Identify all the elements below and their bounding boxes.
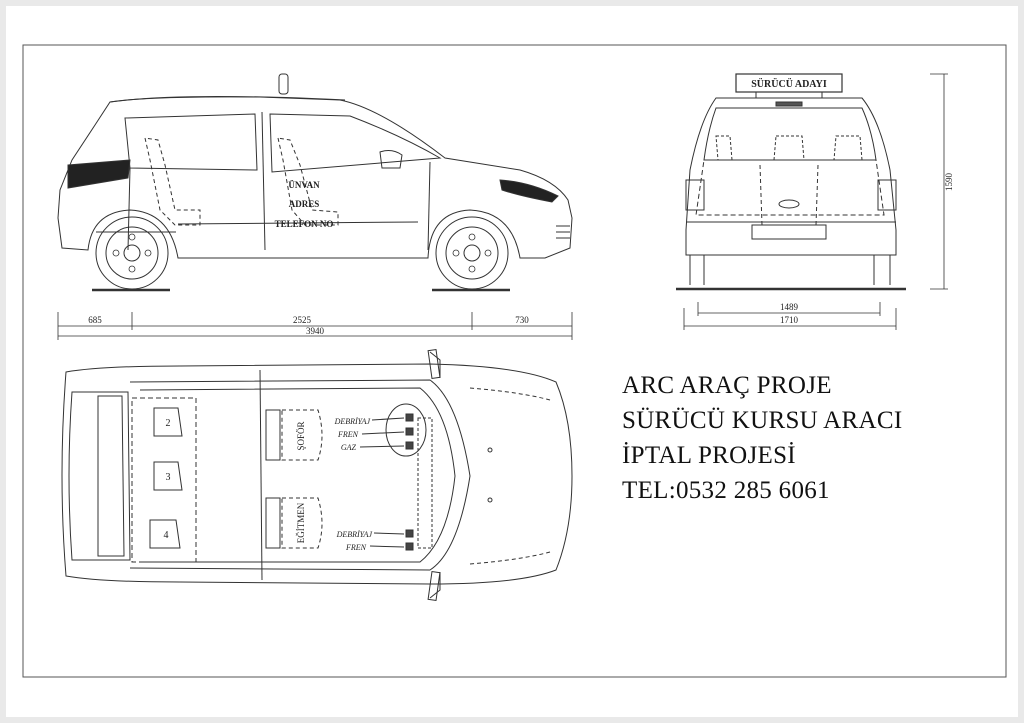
top-view — [61, 349, 573, 601]
seat-number-3: 3 — [166, 472, 171, 483]
rear-view — [676, 73, 906, 291]
dim-rear-width: 1710 — [780, 315, 799, 325]
dim-wheelbase: 2525 — [293, 315, 312, 325]
pedal-label-clutch: DEBRİYAJ — [334, 417, 371, 426]
instructor-pedal-brake: FREN — [345, 543, 367, 552]
dim-rear-height: 1590 — [944, 173, 954, 192]
door-text-adres: ADRES — [289, 199, 320, 209]
title-line-3: İPTAL PROJESİ — [622, 442, 796, 469]
seat-number-2: 2 — [166, 418, 171, 429]
dim-front-overhang: 685 — [88, 315, 102, 325]
roof-sign-text: SÜRÜCÜ ADAYI — [751, 77, 827, 90]
seat-number-4: 4 — [164, 530, 169, 541]
driver-seat-label: ŞOFÖR — [296, 421, 306, 450]
side-dimension-lines — [57, 312, 573, 340]
dim-total-length: 3940 — [306, 326, 325, 336]
instructor-seat-label: EĞİTMEN — [296, 502, 306, 543]
dim-rear-track: 1489 — [780, 302, 799, 312]
rear-dimension-lines — [683, 73, 948, 330]
title-line-2: SÜRÜCÜ KURSU ARACI — [622, 407, 903, 434]
paper — [6, 6, 1018, 717]
title-block: ARC ARAÇ PROJE SÜRÜCÜ KURSU ARACI İPTAL … — [622, 368, 902, 508]
door-text-unvan: ÜNVAN — [288, 180, 320, 190]
side-view — [57, 73, 573, 292]
title-line-1: ARC ARAÇ PROJE — [622, 372, 832, 399]
pedal-label-gas: GAZ — [341, 443, 357, 452]
pedal-label-brake: FREN — [337, 430, 359, 439]
title-line-4: TEL:0532 285 6061 — [622, 477, 830, 504]
instructor-pedal-clutch: DEBRİYAJ — [336, 530, 373, 539]
drawing-border — [22, 44, 1007, 678]
door-text-telefon: TELEFON NO — [275, 219, 334, 229]
pedal-labels: DEBRİYAJ FREN GAZ DEBRİYAJ FREN — [334, 417, 373, 552]
dim-rear-overhang: 730 — [515, 315, 529, 325]
